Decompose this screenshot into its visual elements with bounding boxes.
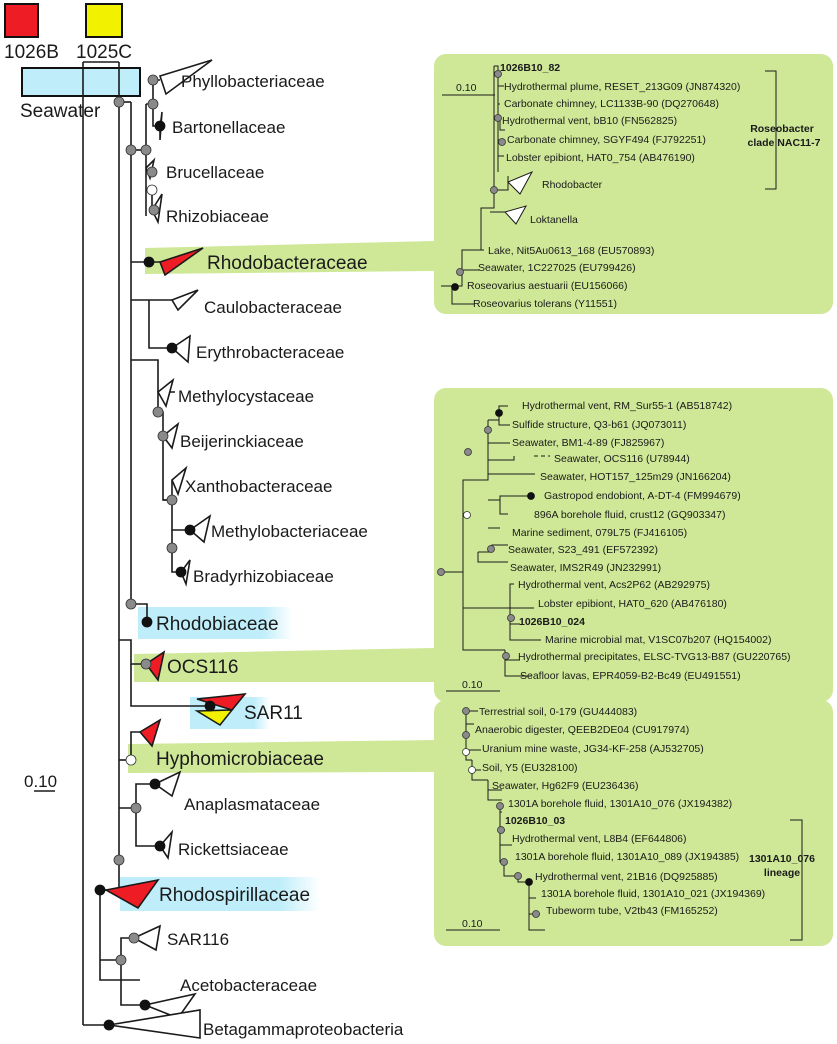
family-label: Rhodospirillaceae	[159, 885, 310, 906]
family-label: OCS116	[167, 657, 238, 678]
box2-leaf-highlight: 1026B10_024	[519, 616, 585, 628]
box1-leaf: Carbonate chimney, SGYF494 (FJ792251)	[507, 134, 706, 146]
box2-leaf: Seafloor lavas, EPR4059-B2-Bc49 (EU49155…	[520, 670, 741, 682]
box3-leaf: Hydrothermal vent, L8B4 (EF644806)	[512, 833, 687, 845]
main-tree-branches	[82, 61, 210, 1026]
family-label: Erythrobacteraceae	[196, 343, 344, 362]
legend-label-1026b: 1026B	[4, 42, 59, 63]
detail-box-1	[434, 54, 833, 314]
box1-leaf: Roseovarius tolerans (Y11551)	[473, 298, 617, 310]
box3-leaf: 1301A borehole fluid, 1301A10_076 (JX194…	[508, 798, 732, 810]
family-label: Methylocystaceae	[178, 387, 314, 406]
family-label: Methylobacteriaceae	[211, 522, 368, 541]
box2-leaf: Gastropod endobiont, A-DT-4 (FM994679)	[544, 490, 741, 502]
box2-leaf: Hydrothermal vent, Acs2P62 (AB292975)	[518, 579, 710, 591]
family-label: Anaplasmataceae	[184, 795, 320, 814]
highlight-band-rhodobacteraceae	[145, 241, 434, 274]
box2-leaf: Seawater, S23_491 (EF572392)	[508, 544, 658, 556]
box3-leaf: Anaerobic digester, QEEB2DE04 (CU917974)	[475, 724, 689, 736]
box1-scale: 0.10	[456, 82, 477, 94]
legend-swatch-1026b	[4, 3, 39, 38]
family-label: Betagammaproteobacteria	[203, 1020, 404, 1039]
box2-leaf: Hydrothermal precipitates, ELSC-TVG13-B8…	[518, 651, 791, 663]
family-label: Xanthobacteraceae	[185, 477, 332, 496]
family-label: Bartonellaceae	[172, 118, 285, 137]
box1-leaf: Roseovarius aestuarii (EU156066)	[467, 280, 628, 292]
main-scale-label: 0.10	[24, 772, 57, 791]
family-label: Rhodobiaceae	[156, 614, 279, 635]
legend-swatch-1025c	[85, 3, 123, 38]
legend-swatch-seawater	[21, 67, 141, 97]
box1-leaf: Lobster epibiont, HAT0_754 (AB476190)	[506, 152, 695, 164]
box1-leaf: Lake, Nit5Au0613_168 (EU570893)	[488, 245, 654, 257]
highlight-band-hyphomicrobiaceae	[128, 740, 434, 773]
box2-leaf: Sulfide structure, Q3-b61 (JQ073011)	[512, 419, 686, 431]
family-label: Brucellaceae	[166, 163, 264, 182]
box3-leaf: Seawater, Hg62F9 (EU236436)	[492, 780, 639, 792]
family-label: Rhodobacteraceae	[207, 253, 368, 274]
box3-scale: 0.10	[462, 918, 483, 930]
family-label: SAR11	[244, 703, 303, 724]
box1-leaf: Loktanella	[530, 214, 578, 226]
box2-leaf: Marine microbial mat, V1SC07b207 (HQ1540…	[545, 634, 771, 646]
box1-leaf: Rhodobacter	[542, 179, 603, 191]
box2-leaf: Hydrothermal vent, RM_Sur55-1 (AB518742)	[522, 400, 732, 412]
box3-leaf: Hydrothermal vent, 21B16 (DQ925885)	[535, 871, 718, 883]
detail-tree-2: Hydrothermal vent, RM_Sur55-1 (AB518742)…	[437, 400, 791, 692]
box2-leaf: Seawater, OCS116 (U78944)	[554, 453, 690, 465]
box1-leaf: Seawater, 1C227025 (EU799426)	[478, 262, 636, 274]
detail-box-2	[434, 388, 833, 702]
box1-leaf: Hydrothermal plume, RESET_213G09 (JN8743…	[504, 81, 740, 93]
box3-leaf: Soil, Y5 (EU328100)	[482, 762, 578, 774]
family-label: Hyphomicrobiaceae	[156, 749, 324, 770]
box3-leaf: Tubeworm tube, V2tb43 (FM165252)	[546, 905, 718, 917]
box2-leaf: 896A borehole fluid, crust12 (GQ903347)	[534, 509, 725, 521]
family-label: Bradyrhizobiaceae	[193, 567, 334, 586]
detail-tree-1: 0.10 1026B10_82 Hydrothermal plume, RESE…	[441, 62, 821, 310]
box2-leaf: Marine sediment, 079L75 (FJ416105)	[512, 527, 687, 539]
box2-scale: 0.10	[462, 679, 483, 691]
box2-leaf: Seawater, IMS2R49 (JN232991)	[510, 562, 661, 574]
box2-leaf: Seawater, HOT157_125m29 (JN166204)	[540, 471, 731, 483]
box2-leaf: Seawater, BM1-4-89 (FJ825967)	[512, 437, 664, 449]
box3-leaf: Terrestrial soil, 0-179 (GU444083)	[479, 706, 637, 718]
main-tree-nodes	[94, 74, 216, 1031]
family-label: Phyllobacteriaceae	[181, 72, 325, 91]
detail-tree-3: Terrestrial soil, 0-179 (GU444083) Anaer…	[446, 706, 815, 941]
family-label: Caulobacteraceae	[204, 298, 342, 317]
family-label: Acetobacteraceae	[180, 976, 317, 995]
family-label: Beijerinckiaceae	[180, 432, 304, 451]
box1-leaf: Carbonate chimney, LC1133B-90 (DQ270648)	[504, 98, 719, 110]
box3-leaf: 1301A borehole fluid, 1301A10_089 (JX194…	[515, 851, 739, 863]
main-tree-labels: Phyllobacteriaceae Bartonellaceae Brucel…	[24, 72, 404, 1039]
box3-leaf: 1301A borehole fluid, 1301A10_021 (JX194…	[541, 888, 765, 900]
family-label: Rickettsiaceae	[178, 840, 289, 859]
box2-leaf: Lobster epibiont, HAT0_620 (AB476180)	[538, 598, 727, 610]
box1-leaf: Hydrothermal vent, bB10 (FN562825)	[502, 115, 677, 127]
box3-leaf: Uranium mine waste, JG34-KF-258 (AJ53270…	[482, 743, 704, 755]
seawater-band-rhodobiaceae	[138, 607, 293, 639]
highlight-band-ocs116	[134, 648, 434, 682]
box3-leaf-highlight: 1026B10_03	[505, 815, 565, 827]
detail-box-3	[434, 700, 833, 946]
legend-label-seawater: Seawater	[20, 101, 101, 122]
family-label: Rhizobiaceae	[166, 207, 269, 226]
legend-label-1025c: 1025C	[76, 42, 132, 63]
family-label: SAR116	[167, 930, 229, 949]
box1-leaf-highlight: 1026B10_82	[500, 62, 560, 74]
